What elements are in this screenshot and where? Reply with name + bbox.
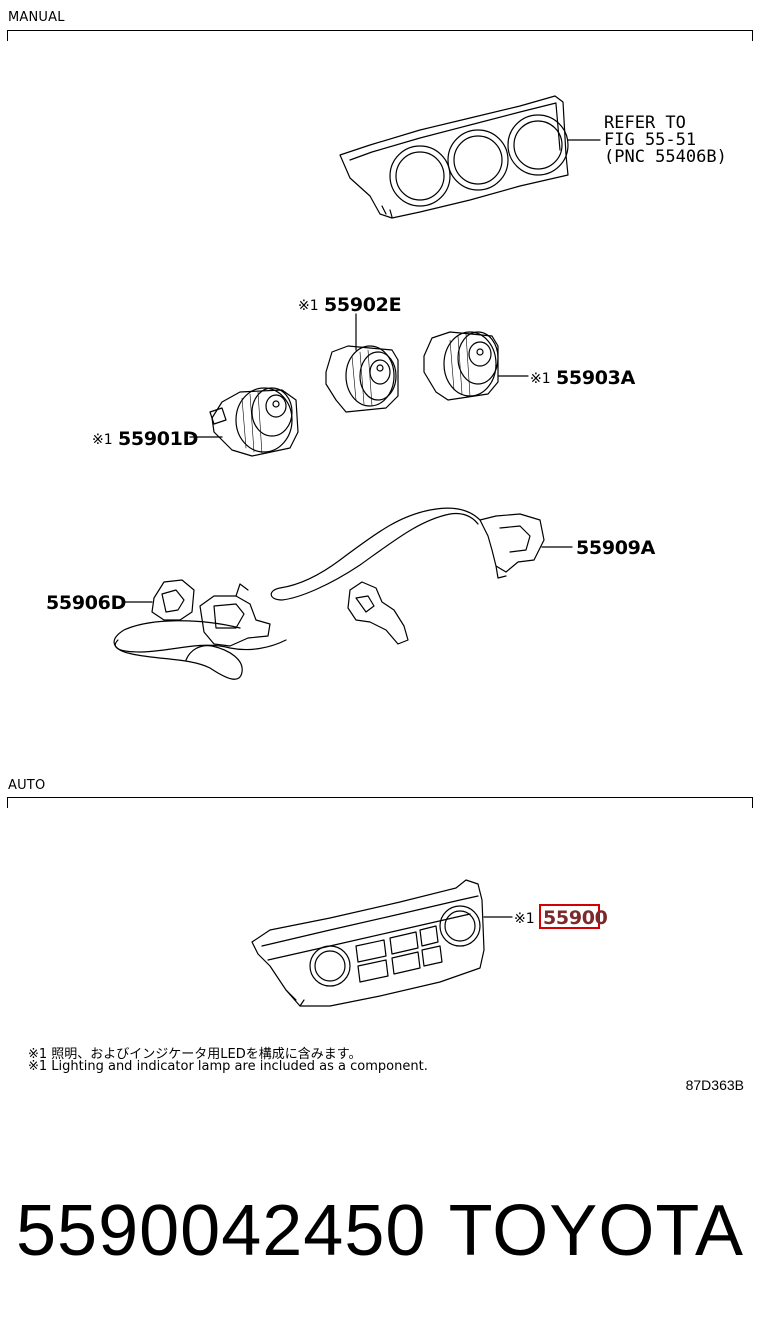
- footnote-english: ※1 Lighting and indicator lamp are inclu…: [28, 1059, 428, 1074]
- part-label-55902E[interactable]: 55902E: [324, 294, 402, 316]
- vent-bezel-drawing: [339, 95, 569, 219]
- part-label-55906D[interactable]: 55906D: [46, 592, 126, 614]
- part-label-55903A[interactable]: 55903A: [556, 367, 636, 389]
- footnote-japanese: ※1 照明、およびインジケータ用LEDを構成に含みます。: [28, 1047, 362, 1062]
- note-mark-55903A: ※1: [530, 371, 551, 387]
- control-cable-drawing: [113, 507, 545, 680]
- highlight-box-55900: [539, 904, 600, 929]
- part-label-55909A[interactable]: 55909A: [576, 537, 656, 559]
- note-mark-55901D: ※1: [92, 432, 113, 448]
- refer-text-line1: REFER TO: [604, 113, 686, 133]
- refer-text-line3: (PNC 55406B): [604, 147, 727, 167]
- section-label-auto: AUTO: [8, 778, 46, 793]
- knob-55901D-drawing: [209, 387, 299, 457]
- parts-diagram: REFER TO FIG 55-51 (PNC 55406B) ※1 55902…: [46, 95, 727, 1007]
- knob-55902E-drawing: [325, 345, 399, 413]
- part-label-55901D[interactable]: 55901D: [118, 428, 198, 450]
- auto-control-panel-drawing: [251, 879, 485, 1007]
- part-label-55900[interactable]: 55900: [543, 907, 608, 929]
- note-mark-55902E: ※1: [298, 298, 319, 314]
- knob-55903A-drawing: [423, 331, 499, 401]
- section-divider-auto: [7, 797, 753, 808]
- refer-text-line2: FIG 55-51: [604, 130, 696, 150]
- section-label-manual: MANUAL: [8, 10, 65, 25]
- section-divider-manual: [7, 30, 753, 41]
- note-mark-55900: ※1: [514, 911, 535, 927]
- footer-part-number: 5590042450: [16, 1191, 427, 1271]
- footer-brand: TOYOTA: [448, 1191, 744, 1271]
- diagram-code: 87D363B: [685, 1077, 744, 1093]
